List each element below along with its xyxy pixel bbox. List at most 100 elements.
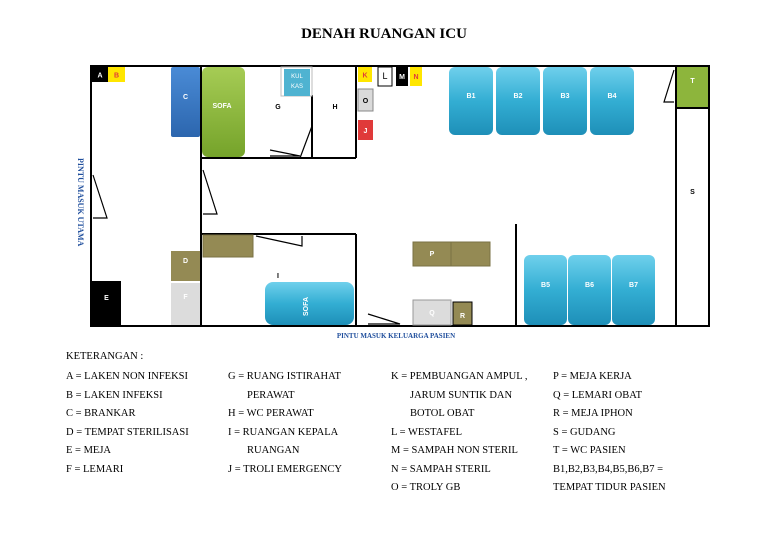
bed-B7: B7 bbox=[612, 255, 655, 325]
legend-item: G = RUANG ISTIRAHAT bbox=[228, 371, 341, 382]
brankar-C bbox=[171, 67, 200, 137]
plan-label: T bbox=[690, 78, 695, 85]
door-swing bbox=[299, 125, 313, 159]
bed-B4: B4 bbox=[590, 67, 634, 135]
plan-label: L bbox=[382, 71, 387, 81]
bed-B1: B1 bbox=[449, 67, 493, 135]
door-swing bbox=[269, 149, 301, 157]
door-swing bbox=[663, 69, 675, 103]
plan-label: R bbox=[460, 313, 465, 320]
plan-label: M bbox=[399, 74, 405, 81]
lemari-obat-Q bbox=[412, 299, 452, 326]
legend-item: A = LAKEN NON INFEKSI bbox=[66, 371, 189, 382]
bed-B3: B3 bbox=[543, 67, 587, 135]
plan-label: KUL bbox=[291, 74, 303, 80]
door-swing bbox=[92, 174, 108, 219]
legend-heading: KETERANGAN : bbox=[66, 351, 144, 362]
legend-col-2: G = RUANG ISTIRAHAT PERAWAT H = WC PERAW… bbox=[228, 368, 342, 479]
plan-label: O bbox=[363, 98, 369, 105]
plan-label: B1 bbox=[467, 93, 476, 100]
plan-label: B bbox=[114, 73, 119, 80]
pembuangan-ampul-K bbox=[358, 67, 372, 82]
troli-emergency-J bbox=[358, 120, 373, 140]
plan-label: E bbox=[104, 295, 109, 302]
plan-label: B7 bbox=[629, 282, 638, 289]
legend-item: JARUM SUNTIK DAN bbox=[410, 389, 513, 401]
plan-label: C bbox=[183, 94, 188, 101]
tempat-sterilisasi-D bbox=[171, 251, 200, 281]
plan-label: J bbox=[364, 128, 368, 135]
legend-item: E = MEJA bbox=[66, 445, 112, 456]
legend-item: L = WESTAFEL bbox=[391, 426, 462, 438]
meja-E bbox=[92, 281, 121, 325]
legend-col-4: P = MEJA KERJA Q = LEMARI OBAT R = MEJA … bbox=[553, 368, 666, 498]
plan-label: B2 bbox=[514, 93, 523, 100]
legend-item: H = WC PERAWAT bbox=[228, 408, 314, 419]
legend-item: P = MEJA KERJA bbox=[553, 371, 632, 382]
bed-B5: B5 bbox=[524, 255, 567, 325]
sofa-head-room bbox=[265, 282, 354, 325]
plan-label: KAS bbox=[291, 84, 303, 90]
plan-label: A bbox=[97, 73, 102, 80]
plan-label: K bbox=[362, 73, 367, 80]
legend-item: F = LEMARI bbox=[66, 463, 124, 475]
plan-label: SOFA bbox=[303, 297, 310, 316]
legend-item: R = MEJA IPHON bbox=[553, 408, 633, 419]
laken-non-infeksi-A bbox=[92, 67, 108, 82]
entrance-main-label: PINTU MASUK UTAMA bbox=[76, 158, 85, 247]
laken-infeksi-B bbox=[108, 67, 125, 82]
legend-item: M = SAMPAH NON STERIL bbox=[391, 445, 518, 456]
sofa-rest-room bbox=[202, 67, 245, 157]
plan-label: SOFA bbox=[212, 103, 231, 110]
legend-item: RUANGAN bbox=[247, 445, 300, 456]
plan-label: G bbox=[275, 104, 281, 111]
plan-label: B6 bbox=[585, 282, 594, 289]
plan-label: P bbox=[430, 251, 435, 258]
legend-item: I = RUANGAN KEPALA bbox=[228, 426, 339, 438]
legend-item: BOTOL OBAT bbox=[410, 408, 475, 419]
meja-kepala-ruangan bbox=[202, 234, 254, 258]
door-swing bbox=[202, 169, 218, 215]
legend-item: C = BRANKAR bbox=[66, 408, 136, 419]
door-swing bbox=[367, 313, 401, 325]
plan-label: I bbox=[277, 273, 279, 280]
legend-item: B1,B2,B3,B4,B5,B6,B7 = bbox=[553, 463, 664, 475]
plan-label: N bbox=[413, 74, 418, 81]
westafel-L bbox=[377, 66, 393, 87]
door-swing bbox=[255, 235, 303, 247]
page-title: DENAH RUANGAN ICU bbox=[301, 26, 467, 42]
plan-label: B3 bbox=[561, 93, 570, 100]
plan-label: B4 bbox=[608, 93, 617, 100]
legend-item: J = TROLI EMERGENCY bbox=[228, 463, 342, 475]
lemari-F bbox=[171, 283, 200, 325]
outer-wall bbox=[90, 65, 710, 327]
legend-item: D = TEMPAT STERILISASI bbox=[66, 426, 189, 438]
legend-col-1: A = LAKEN NON INFEKSI B = LAKEN INFEKSI … bbox=[66, 368, 189, 479]
plan-label: F bbox=[183, 294, 188, 301]
legend-item: TEMPAT TIDUR PASIEN bbox=[553, 482, 666, 493]
plan-label: S bbox=[690, 189, 695, 196]
bed-B2: B2 bbox=[496, 67, 540, 135]
legend-item: B = LAKEN INFEKSI bbox=[66, 389, 163, 401]
legend-item: K = PEMBUANGAN AMPUL , bbox=[391, 371, 528, 382]
plan-label: B5 bbox=[541, 282, 550, 289]
sampah-steril-N bbox=[410, 67, 422, 86]
wc-pasien-T bbox=[677, 67, 708, 107]
plan-label: D bbox=[183, 258, 188, 265]
legend-item: T = WC PASIEN bbox=[553, 445, 626, 456]
legend-item: PERAWAT bbox=[247, 389, 295, 401]
troly-gb-O bbox=[357, 88, 374, 112]
entrance-family-label: PINTU MASUK KELUARGA PASIEN bbox=[337, 332, 455, 340]
bed-B6: B6 bbox=[568, 255, 611, 325]
meja-kerja-P bbox=[412, 241, 452, 267]
legend-item: N = SAMPAH STERIL bbox=[391, 463, 491, 475]
sampah-non-steril-M bbox=[396, 67, 408, 86]
plan-label: Q bbox=[429, 310, 435, 317]
plan-label: H bbox=[332, 104, 337, 111]
legend-col-3: K = PEMBUANGAN AMPUL , JARUM SUNTIK DAN … bbox=[391, 368, 528, 498]
legend-item: S = GUDANG bbox=[553, 426, 616, 438]
legend-item: Q = LEMARI OBAT bbox=[553, 389, 643, 401]
legend-item: O = TROLY GB bbox=[391, 482, 461, 493]
meja-iphon-R bbox=[452, 301, 473, 326]
